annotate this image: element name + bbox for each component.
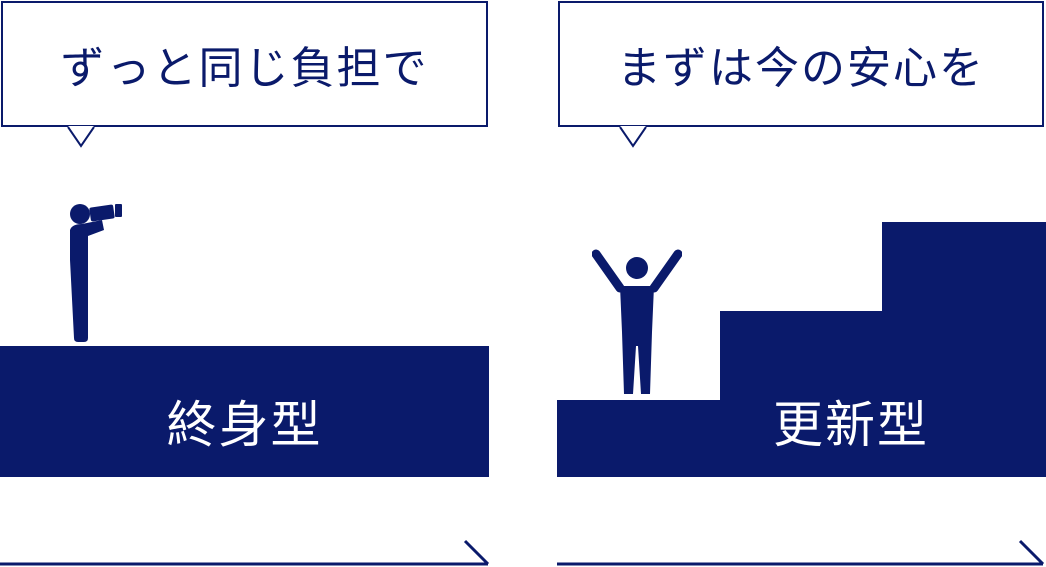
speech-bubble-right-text: まずは今の安心を (617, 43, 985, 94)
person-arms-raised-icon (592, 249, 682, 394)
time-arrow-left (0, 539, 490, 566)
renewal-step-1 (557, 400, 722, 477)
speech-bubble-left-text: ずっと同じ負担で (60, 43, 429, 94)
renewal-step-2 (720, 311, 884, 477)
person-with-telescope-icon (70, 204, 122, 342)
speech-bubble-left-tail (67, 126, 95, 148)
renewal-type-label: 更新型 (773, 396, 929, 454)
lifetime-type-label: 終身型 (166, 396, 323, 454)
speech-bubble-right: まずは今の安心を (558, 1, 1044, 127)
speech-bubble-left: ずっと同じ負担で (1, 1, 488, 127)
lifetime-type-block (0, 346, 489, 477)
renewal-step-3 (882, 222, 1046, 477)
time-arrow-right (557, 539, 1045, 566)
speech-bubble-right-tail (619, 126, 647, 148)
